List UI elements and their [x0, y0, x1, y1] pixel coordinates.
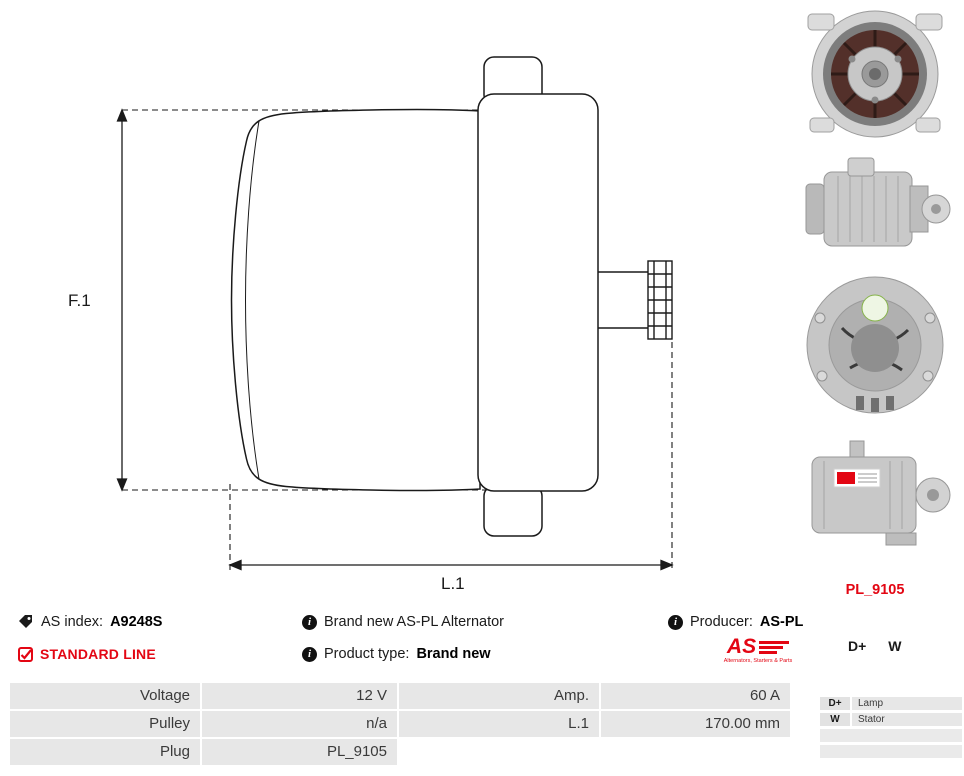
height-dim-label: F.1	[68, 291, 91, 310]
checkbox-check-icon	[18, 646, 33, 662]
brand-new-text: Brand new AS-PL Alternator	[324, 614, 505, 630]
spec-label-voltage: Voltage	[10, 683, 200, 709]
standard-line-label: STANDARD LINE	[40, 646, 156, 662]
bottom-mounting-lug	[483, 485, 543, 537]
tag-icon	[19, 615, 32, 628]
aspl-logo-text: AS	[726, 635, 757, 658]
as-index-value: A9248S	[110, 614, 163, 630]
spec-value-voltage: 12 V	[202, 683, 397, 709]
spec-label-l1: L.1	[399, 711, 599, 737]
aspl-logo-subtext: Alternators, Starters & Parts	[723, 658, 793, 664]
spec-table: Voltage 12 V Amp. 60 A Pulley n/a L.1 17…	[10, 683, 790, 765]
shaft-connector	[598, 260, 673, 340]
terminal-dplus-label: D+	[848, 638, 867, 654]
as-index-row: AS index: A9248S	[18, 614, 162, 630]
producer-label: Producer:	[690, 614, 753, 630]
aspl-logo-stripes	[759, 641, 790, 654]
product-type-label: Product type:	[324, 646, 410, 662]
spec-empty-cell	[601, 739, 790, 765]
dimension-arrows	[116, 108, 674, 571]
photo-rear-view[interactable]	[790, 268, 960, 423]
standard-line-row: STANDARD LINE	[18, 646, 156, 662]
producer-row: Producer: AS-PL	[668, 614, 803, 630]
terminal-row: W Stator	[820, 713, 962, 726]
producer-value: AS-PL	[759, 614, 804, 630]
spec-value-plug: PL_9105	[202, 739, 397, 765]
as-index-label: AS index:	[41, 614, 104, 630]
terminal-code: D+	[820, 697, 850, 710]
terminal-w-label: W	[888, 638, 902, 654]
plug-code-label[interactable]: PL_9105	[845, 582, 905, 598]
spec-value-amp: 60 A	[601, 683, 790, 709]
spec-value-pulley: n/a	[202, 711, 397, 737]
rear-body	[230, 108, 481, 492]
spec-label-plug: Plug	[10, 739, 200, 765]
terminal-header: D+ W	[848, 638, 902, 654]
aspl-logo: AS Alternators, Starters & Parts	[720, 635, 796, 665]
spec-label-pulley: Pulley	[10, 711, 200, 737]
terminal-desc: Stator	[852, 713, 962, 726]
terminal-empty-bar	[820, 729, 962, 742]
brand-new-row: Brand new AS-PL Alternator	[302, 614, 504, 630]
info-icon	[302, 614, 317, 630]
front-housing	[477, 93, 599, 492]
photo-side-label-view[interactable]	[790, 429, 960, 559]
photo-column	[788, 4, 962, 559]
info-icon	[668, 614, 683, 630]
spec-value-l1: 170.00 mm	[601, 711, 790, 737]
terminal-table: D+ Lamp W Stator	[820, 697, 962, 761]
spec-empty-cell	[399, 739, 599, 765]
product-type-row: Product type: Brand new	[302, 646, 491, 662]
technical-drawing: F.1 L.1	[68, 56, 674, 593]
length-dim-label: L.1	[441, 574, 465, 593]
product-type-value: Brand new	[416, 646, 491, 662]
photo-front-pulley-view[interactable]	[790, 4, 960, 144]
body-seam-line	[244, 120, 260, 480]
photo-side-view[interactable]	[790, 150, 960, 262]
terminal-code: W	[820, 713, 850, 726]
terminal-empty-bar	[820, 745, 962, 758]
info-icon	[302, 646, 317, 662]
terminal-desc: Lamp	[852, 697, 962, 710]
terminal-row: D+ Lamp	[820, 697, 962, 710]
spec-label-amp: Amp.	[399, 683, 599, 709]
